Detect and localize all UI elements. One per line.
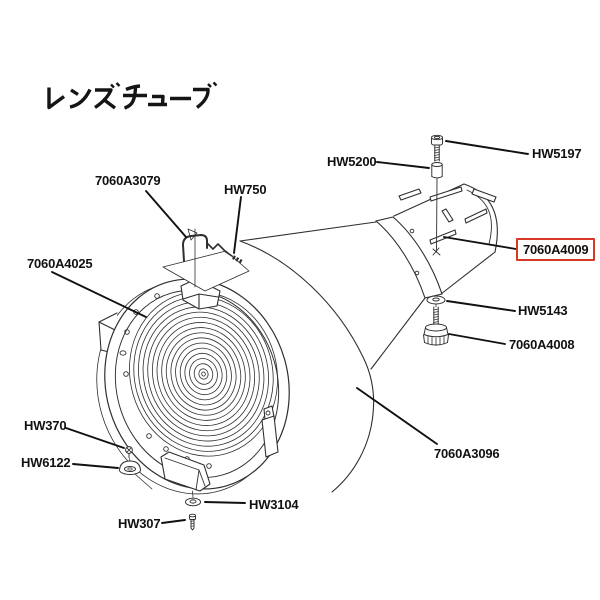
screw-hw5197 [431,134,443,162]
knob-7060a4008 [423,306,449,346]
leader-hw307 [161,519,186,524]
leader-lines [51,140,529,524]
part-label-7060a3079[interactable]: 7060A3079 [95,173,161,188]
fresnel-lens-assembly [104,278,290,490]
foot-hw6122 [119,460,141,475]
pin-HW750 [232,255,243,264]
leader-7060a3079 [145,190,187,238]
washer-hw3104 [185,497,201,507]
part-label-hw307[interactable]: HW307 [118,516,161,531]
washer-hw5143 [426,295,446,308]
leader-hw750 [233,196,242,254]
part-label-7060a4009-selected[interactable]: 7060A4009 [516,238,596,261]
spacer-hw5200 [431,162,443,179]
lens-bottom-right-tab [261,405,279,458]
leader-hw6122 [72,463,119,469]
part-label-7060a3096[interactable]: 7060A3096 [434,446,500,461]
page-title: レンズチューブ [44,84,224,112]
title-kana-strokes [47,81,218,110]
part-label-hw370[interactable]: HW370 [24,418,67,433]
screw-hw307 [189,513,196,531]
cone-body [239,221,426,493]
collar-ring [375,216,443,299]
part-label-hw6122[interactable]: HW6122 [21,455,71,470]
part-label-hw5197[interactable]: HW5197 [532,146,582,161]
leader-7060a3096 [356,387,438,445]
foot-bracket [134,451,211,498]
part-label-7060a4008[interactable]: 7060A4008 [509,337,575,352]
leader-hw5143 [446,300,516,312]
retaining-clip-7060A3079 [182,234,233,262]
leader-hw370 [65,427,125,449]
part-label-hw750[interactable]: HW750 [224,182,267,197]
leader-7060a4008 [448,333,506,345]
part-label-7060a4025[interactable]: 7060A4025 [27,256,93,271]
leader-hw5200 [376,161,430,169]
screw-axis-line [432,178,441,256]
leader-7060a4009 [443,236,517,250]
part-label-hw3104[interactable]: HW3104 [249,497,299,512]
rear-slotted-cylinder [393,183,498,295]
fresnel-grooves [129,291,278,457]
leader-7060a4025 [51,271,147,318]
leader-hw5197 [445,140,529,155]
part-label-hw5143[interactable]: HW5143 [518,303,568,318]
leader-hw3104 [204,501,246,504]
part-label-hw5200[interactable]: HW5200 [327,154,377,169]
